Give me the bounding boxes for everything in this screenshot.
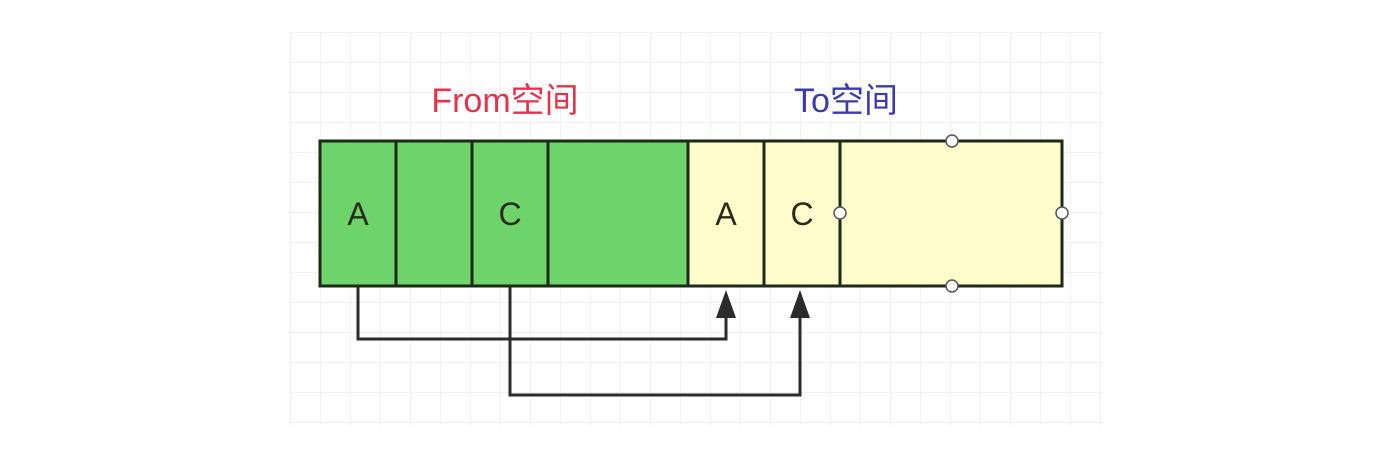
arrowhead-icon	[716, 290, 736, 318]
to-cell-label: A	[715, 196, 737, 232]
resize-handle-top[interactable]	[945, 134, 959, 148]
resize-handle-right[interactable]	[1055, 206, 1069, 220]
from-cell-1	[318, 139, 398, 288]
from-cell-label: A	[347, 196, 369, 232]
from-cell-4	[546, 139, 690, 288]
to-space-title: To空间	[794, 82, 898, 120]
copy-arrow-c	[508, 287, 810, 397]
to-cell-2	[762, 139, 842, 288]
to-cell-1	[686, 139, 766, 288]
from-cell-2	[394, 139, 474, 288]
resize-handle-left[interactable]	[833, 206, 847, 220]
arrowhead-icon	[790, 290, 810, 318]
from-cell-label: C	[498, 196, 521, 232]
selection-handles[interactable]	[833, 134, 1069, 293]
to-space: A C	[686, 139, 1064, 288]
resize-handle-bottom[interactable]	[945, 279, 959, 293]
from-space-title: From空间	[431, 82, 578, 120]
from-cell-3	[470, 139, 550, 288]
to-cell-3[interactable]	[838, 139, 1064, 288]
from-space: A C	[318, 139, 690, 288]
to-cell-label: C	[790, 196, 813, 232]
copy-arrow-a	[356, 287, 736, 341]
